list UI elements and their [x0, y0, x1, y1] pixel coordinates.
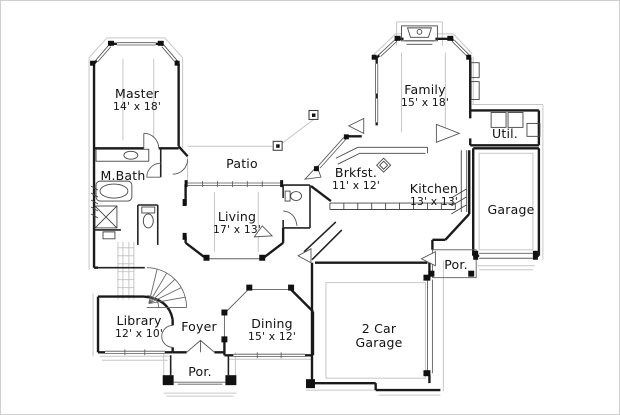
- room-label-foyer: Foyer: [181, 318, 217, 334]
- doors: [143, 117, 461, 353]
- room-label-garage-side: Garage: [487, 201, 535, 217]
- window-whiteout: [95, 39, 470, 357]
- room-label-dining: Dining 15' x 12': [248, 315, 296, 344]
- room-label-garage-2car: 2 Car Garage: [355, 320, 403, 350]
- interior-walls: [94, 148, 343, 376]
- fixtures: [90, 25, 541, 240]
- room-label-master: Master 14' x 18': [113, 85, 161, 114]
- room-label-brkfst: Brkfst. 11' x 12': [332, 164, 380, 193]
- room-label-kitchen: Kitchen 13' x 13': [409, 180, 459, 209]
- room-label-library: Library 12' x 10': [115, 312, 163, 341]
- room-label-mbath: M.Bath: [100, 167, 146, 183]
- room-label-porch-front: Por.: [188, 363, 212, 379]
- room-label-living: Living 17' x 13': [213, 208, 261, 237]
- room-label-patio: Patio: [226, 155, 258, 171]
- room-label-family: Family 15' x 18': [401, 81, 449, 110]
- windows: [95, 39, 470, 359]
- room-label-util: Util.: [492, 125, 518, 141]
- curved-stair: [146, 267, 188, 308]
- wall-posts: [90, 35, 538, 389]
- overhang-outlines: [88, 21, 544, 397]
- patio-posts: [272, 109, 319, 151]
- room-label-porch-rear: Por.: [444, 256, 468, 272]
